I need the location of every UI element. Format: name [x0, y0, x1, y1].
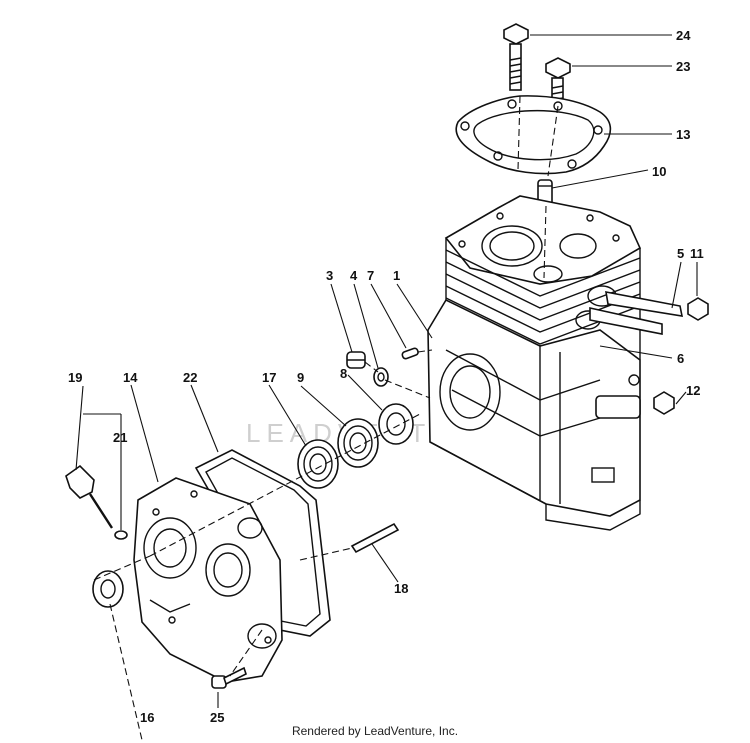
callout-13: 13 — [676, 127, 690, 142]
callout-6: 6 — [677, 351, 684, 366]
leader-lines — [75, 34, 698, 708]
dowel-pin-small — [401, 347, 419, 360]
hex-nut-lower — [653, 391, 675, 415]
hex-nut-upper — [687, 297, 709, 321]
callout-10: 10 — [652, 164, 666, 179]
callout-23: 23 — [676, 59, 690, 74]
callout-1: 1 — [393, 268, 400, 283]
callout-11: 11 — [690, 246, 704, 261]
callout-7: 7 — [367, 268, 374, 283]
callout-25: 25 — [210, 710, 224, 725]
ball-bearing — [297, 439, 339, 489]
callout-12: 12 — [686, 383, 700, 398]
callout-8: 8 — [340, 366, 347, 381]
callout-19: 19 — [68, 370, 82, 385]
o-ring — [114, 530, 128, 540]
plug-washer — [373, 367, 389, 387]
callout-18: 18 — [394, 581, 408, 596]
oil-filler-plug — [65, 464, 114, 529]
main-bearing — [337, 418, 379, 468]
callout-17: 17 — [262, 370, 276, 385]
render-credit: Rendered by LeadVenture, Inc. — [291, 724, 459, 738]
callout-21: 21 — [113, 430, 127, 445]
callout-labels: 24 23 13 10 5 11 6 12 1 7 4 3 8 9 17 22 … — [68, 28, 704, 725]
crankcase-cover — [133, 477, 283, 683]
callout-24: 24 — [676, 28, 691, 43]
cover-oil-seal — [92, 570, 124, 608]
drain-plug — [346, 351, 366, 369]
cylinder-block — [427, 195, 642, 531]
callout-4: 4 — [350, 268, 358, 283]
head-bolt-long — [503, 23, 529, 91]
cover-bolt — [211, 666, 247, 689]
guide-pin — [350, 522, 400, 554]
callout-5: 5 — [677, 246, 684, 261]
callout-14: 14 — [123, 370, 138, 385]
oil-seal — [378, 403, 414, 445]
callout-3: 3 — [326, 268, 333, 283]
callout-22: 22 — [183, 370, 197, 385]
head-gasket — [455, 95, 612, 175]
callout-16: 16 — [140, 710, 154, 725]
callout-9: 9 — [297, 370, 304, 385]
stud-bolt — [589, 291, 684, 335]
